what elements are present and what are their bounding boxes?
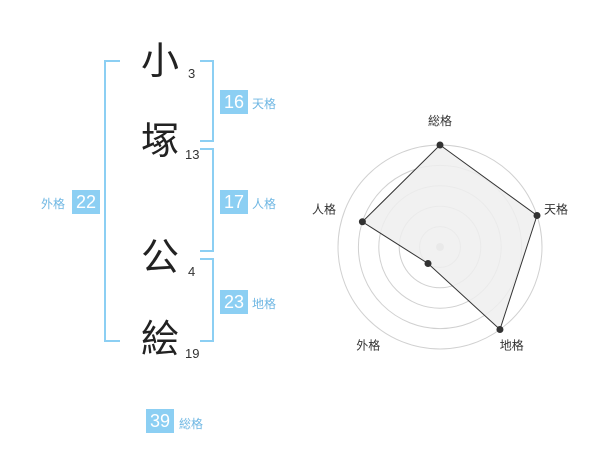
radar-axis-label: 人格 <box>312 201 336 216</box>
soukaku-badge: 39 <box>146 409 174 433</box>
radar-axis-label: 天格 <box>544 201 568 216</box>
jinkaku-badge: 17 <box>220 190 248 214</box>
radar-point-1 <box>436 141 444 149</box>
stroke-count-3: 4 <box>188 264 196 279</box>
radar-point-4 <box>424 260 432 268</box>
tenkaku-badge: 16 <box>220 90 248 114</box>
radar-axis-label: 総格 <box>428 113 452 128</box>
jinkaku-label: 人格 <box>252 197 277 211</box>
gaikaku-label: 外格 <box>41 197 66 211</box>
radar-axis-label: 地格 <box>500 338 524 353</box>
radar-point-5 <box>358 218 366 226</box>
chikaku-badge: 23 <box>220 290 248 314</box>
name-char-2: 塚 <box>141 119 180 163</box>
radar-point-3 <box>496 326 504 334</box>
gaikaku-badge: 22 <box>72 190 100 214</box>
stroke-count-1: 3 <box>188 66 196 81</box>
radar-axis-label: 外格 <box>356 338 380 353</box>
chikaku-bracket <box>200 258 214 342</box>
name-char-4: 絵 <box>141 317 180 361</box>
chikaku-label: 地格 <box>252 297 277 311</box>
radar-polygon <box>361 144 538 331</box>
soukaku-label: 総格 <box>179 417 204 431</box>
stroke-count-2: 13 <box>185 147 200 162</box>
name-char-3: 公 <box>141 235 180 279</box>
name-char-1: 小 <box>141 39 180 83</box>
tenkaku-bracket <box>200 60 214 142</box>
jinkaku-bracket <box>200 148 214 252</box>
gaikaku-bracket <box>104 60 120 342</box>
radar-points <box>358 141 541 334</box>
tenkaku-label: 天格 <box>252 97 277 111</box>
stroke-count-4: 19 <box>185 346 200 361</box>
radar-point-2 <box>533 211 541 219</box>
